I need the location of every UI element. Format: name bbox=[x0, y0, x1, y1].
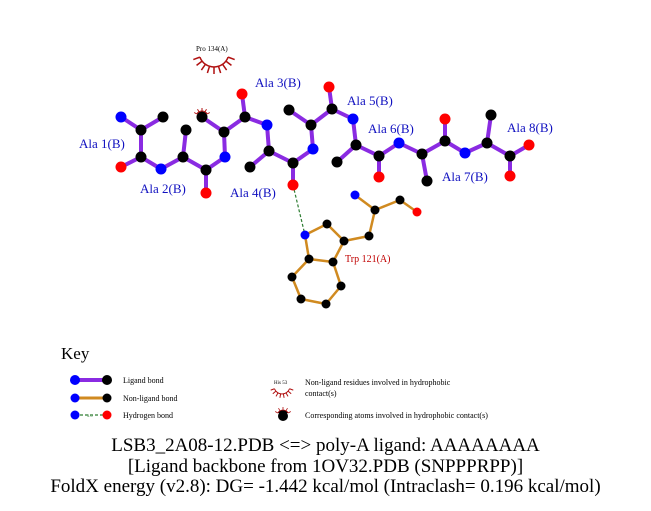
caption-line-2: [Ligand backbone from 1OV32.PDB (SNPPPRP… bbox=[127, 456, 524, 477]
atom-tCE3 bbox=[336, 281, 346, 291]
atom-CA6 bbox=[350, 139, 362, 151]
atom-tC bbox=[395, 195, 405, 205]
key-hydrophobic-residues-label-2: contact(s) bbox=[305, 389, 337, 398]
atom-C7 bbox=[439, 135, 451, 147]
atom-CA7 bbox=[416, 148, 428, 160]
atom-tCB bbox=[364, 231, 374, 241]
atom-CB8 bbox=[485, 109, 497, 121]
atom-C5 bbox=[326, 103, 338, 115]
atom-CB1 bbox=[157, 111, 169, 123]
atom-CB3 bbox=[196, 111, 208, 123]
atom-N1 bbox=[115, 111, 127, 123]
atom-tCG bbox=[339, 236, 349, 246]
label-ala6: Ala 6(B) bbox=[368, 121, 414, 136]
atom-O4 bbox=[287, 179, 299, 191]
key-hydrophobic-residue: His 53 Non-ligand residues involved in h… bbox=[270, 378, 451, 398]
atom-tCD2 bbox=[328, 257, 338, 267]
atom-CA3 bbox=[218, 126, 230, 138]
atom-C1 bbox=[135, 151, 147, 163]
atom-tNE1 bbox=[300, 230, 310, 240]
key-hydrogen-bond: 3.0 Hydrogen bond bbox=[70, 410, 173, 420]
label-ala4: Ala 4(B) bbox=[230, 185, 276, 200]
atom-CA2 bbox=[177, 151, 189, 163]
atom-tN bbox=[350, 190, 360, 200]
atom-C6 bbox=[373, 150, 385, 162]
label-trp121: Trp 121(A) bbox=[345, 254, 390, 265]
atom-CA4 bbox=[263, 145, 275, 157]
key-ligand-bond: Ligand bond bbox=[70, 375, 164, 385]
atom-N7 bbox=[393, 137, 405, 149]
label-pro134: Pro 134(A) bbox=[196, 45, 228, 53]
atom-hydrophobic-mark bbox=[193, 108, 211, 115]
atom-C2 bbox=[200, 164, 212, 176]
label-ala8: Ala 8(B) bbox=[507, 120, 553, 135]
key-nonligand-bond: Non-ligand bond bbox=[70, 393, 177, 403]
hydrogen-bond bbox=[292, 184, 306, 236]
atom-tCZ2 bbox=[287, 272, 297, 282]
atom-tO bbox=[412, 207, 422, 217]
atom-C3 bbox=[239, 111, 251, 123]
key-hydrophobic-atom: Corresponding atoms involved in hydropho… bbox=[275, 407, 488, 421]
atom-N3 bbox=[219, 151, 231, 163]
atom-CA1 bbox=[135, 124, 147, 136]
key-hydrophobic-residues-label: Non-ligand residues involved in hydropho… bbox=[305, 378, 451, 387]
atom-O8b bbox=[504, 170, 516, 182]
atom-O1 bbox=[115, 161, 127, 173]
atom-CB6 bbox=[331, 156, 343, 168]
atom-C8 bbox=[504, 150, 516, 162]
atom-C4 bbox=[287, 157, 299, 169]
atom-CB2 bbox=[180, 124, 192, 136]
atom-O2 bbox=[200, 187, 212, 199]
key-hydrophobic-atoms-label: Corresponding atoms involved in hydropho… bbox=[305, 411, 488, 420]
atom-N5 bbox=[307, 143, 319, 155]
key-hbond-distance: 3.0 bbox=[87, 413, 93, 418]
atom-N2 bbox=[155, 163, 167, 175]
atom-O7 bbox=[439, 113, 451, 125]
atom-N6 bbox=[347, 113, 359, 125]
key-hydrogen-bond-label: Hydrogen bond bbox=[123, 411, 173, 420]
pro134-hydrophobic-arc bbox=[193, 56, 235, 74]
key-title: Key bbox=[61, 344, 90, 363]
caption-line-3: FoldX energy (v2.8): DG= -1.442 kcal/mol… bbox=[50, 476, 601, 497]
key-nonligand-bond-label: Non-ligand bond bbox=[123, 394, 177, 403]
atom-O3 bbox=[236, 88, 248, 100]
atom-O5 bbox=[323, 81, 335, 93]
label-ala7: Ala 7(B) bbox=[442, 169, 488, 184]
atom-tCA bbox=[370, 205, 380, 215]
atom-CB4 bbox=[244, 161, 256, 173]
atom-O8a bbox=[523, 139, 535, 151]
atom-CB7 bbox=[421, 175, 433, 187]
label-ala1: Ala 1(B) bbox=[79, 136, 125, 151]
atom-tCD1 bbox=[322, 219, 332, 229]
label-ala2: Ala 2(B) bbox=[140, 181, 186, 196]
label-ala5: Ala 5(B) bbox=[347, 93, 393, 108]
atom-tCH2 bbox=[296, 294, 306, 304]
caption-line-1: LSB3_2A08-12.PDB <=> poly-A ligand: AAAA… bbox=[111, 435, 540, 456]
atom-N4 bbox=[261, 119, 273, 131]
atom-tCZ3 bbox=[321, 299, 331, 309]
atom-O6 bbox=[373, 171, 385, 183]
atom-CA5 bbox=[305, 119, 317, 131]
label-ala3: Ala 3(B) bbox=[255, 75, 301, 90]
key-ligand-bond-label: Ligand bond bbox=[123, 376, 164, 385]
key-example-residue: His 53 bbox=[274, 381, 288, 386]
atom-N8 bbox=[459, 147, 471, 159]
atom-CA8 bbox=[481, 137, 493, 149]
atom-tCE2 bbox=[304, 254, 314, 264]
atom-CB5 bbox=[283, 104, 295, 116]
